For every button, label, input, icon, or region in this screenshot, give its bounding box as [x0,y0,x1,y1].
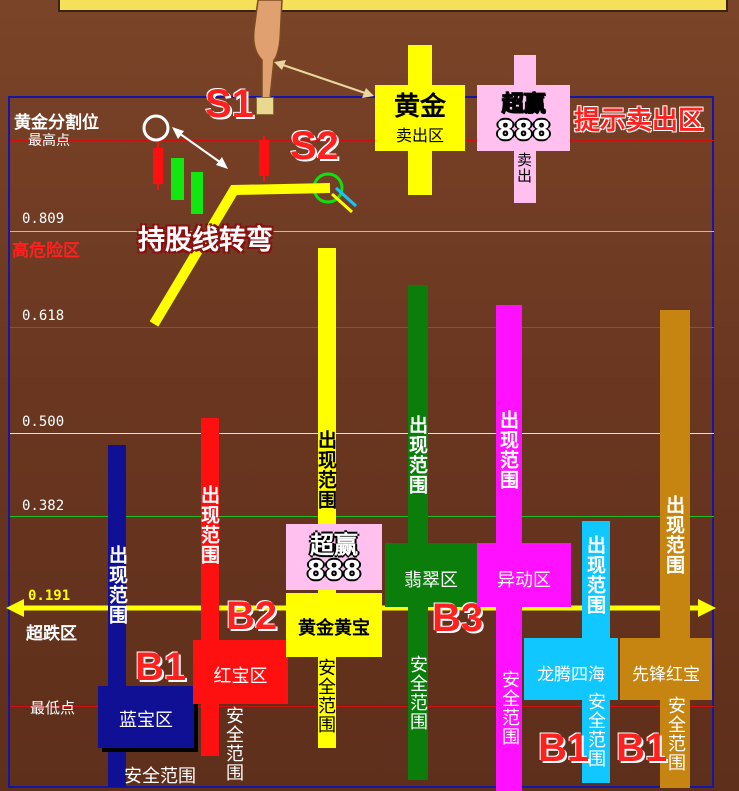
chaoying-sell-sub: 卖出 [515,152,533,184]
chaoying-sell-box [477,85,570,151]
blue-zone-label: 蓝宝区 [119,710,173,731]
oversold-label: 超跌区 [26,624,77,644]
gold-chaoying-box [286,524,382,590]
chaoying-sell-num: 888 [496,116,551,146]
danger-zone-label: 高危险区 [12,241,80,261]
lowest-label: 最低点 [30,699,76,717]
gold-safe-text: 安全范围 [315,658,336,734]
chaoying-sell-title: 超赢 [501,92,546,118]
line-0500 [10,433,714,434]
line-0809 [10,231,714,232]
cyan-zone-label: 龙腾四海 [537,665,605,685]
b1-marker-brown: B1 [616,726,668,770]
gold-chaoying-title: 超赢 [310,531,358,559]
brown-bar [660,310,690,788]
level-0809-label: 0.809 [22,211,65,227]
brown-zone-label: 先锋红宝 [632,665,700,685]
red-appear-text: 出现范围 [198,485,220,565]
red-zone-label: 红宝区 [213,666,268,687]
green-zone-label: 翡翠区 [404,570,458,591]
green-bar [408,285,428,780]
level-0618-label: 0.618 [22,308,65,324]
chart-frame [8,96,714,788]
brown-appear-text: 出现范围 [663,495,685,575]
red-safe-text: 安全范围 [223,706,244,782]
s1-marker: S1 [205,82,254,126]
line-0618 [10,327,714,328]
blue-box [98,686,194,748]
magenta-safe-text: 安全范围 [499,670,520,746]
gold-box [286,593,382,657]
holding-line-turn-text: 持股线转弯 [138,225,273,256]
red-box [193,640,288,704]
b1-marker-blue: B1 [135,645,187,689]
b3-marker: B3 [432,596,484,640]
level-0191-label: 0.191 [28,588,71,604]
highest-circle-icon [142,114,170,142]
gold-zone-label: 黄金黄宝 [298,618,370,639]
gold-appear-text: 出现范围 [315,430,337,510]
magenta-appear-text: 出现范围 [497,410,519,490]
cyan-appear-text: 出现范围 [584,535,606,615]
highest-label: 最高点 [28,133,70,149]
brown-box [620,638,712,700]
line-0382 [10,516,714,517]
b2-marker: B2 [226,594,278,638]
s1-square-icon [256,97,274,115]
level-0382-label: 0.382 [22,498,65,514]
s2-marker: S2 [290,124,339,168]
gold-sell-box [375,85,465,151]
green-box [385,543,477,607]
holding-line [149,183,331,327]
blue-appear-text: 出现范围 [106,545,128,625]
highest-line [10,140,714,141]
b1-marker-cyan: B1 [538,726,590,770]
s2-circle-icon [312,172,358,214]
sell-hint-label: 提示卖出区 [574,106,705,136]
candlesticks [153,136,269,214]
cyan-safe-text: 安全范围 [585,692,606,768]
gold-sell-sub: 卖出区 [395,126,444,145]
cyan-box [524,638,618,700]
blue-safe-text: 安全范围 [124,766,196,787]
brown-safe-text: 安全范围 [665,696,686,772]
lowest-line [10,706,714,707]
gold-sell-title: 黄金 [393,92,446,122]
magenta-box [477,543,571,607]
green-appear-text: 出现范围 [406,415,428,495]
golden-split-label: 黄金分割位 [14,113,99,133]
red-bar [201,418,219,756]
green-safe-text: 安全范围 [407,655,428,731]
tan-double-arrow [274,60,374,98]
white-double-arrow [172,127,228,169]
gold-chaoying-num: 888 [306,556,362,586]
magenta-zone-label: 异动区 [497,570,551,591]
level-0500-label: 0.500 [22,414,65,430]
top-banner [58,0,728,12]
